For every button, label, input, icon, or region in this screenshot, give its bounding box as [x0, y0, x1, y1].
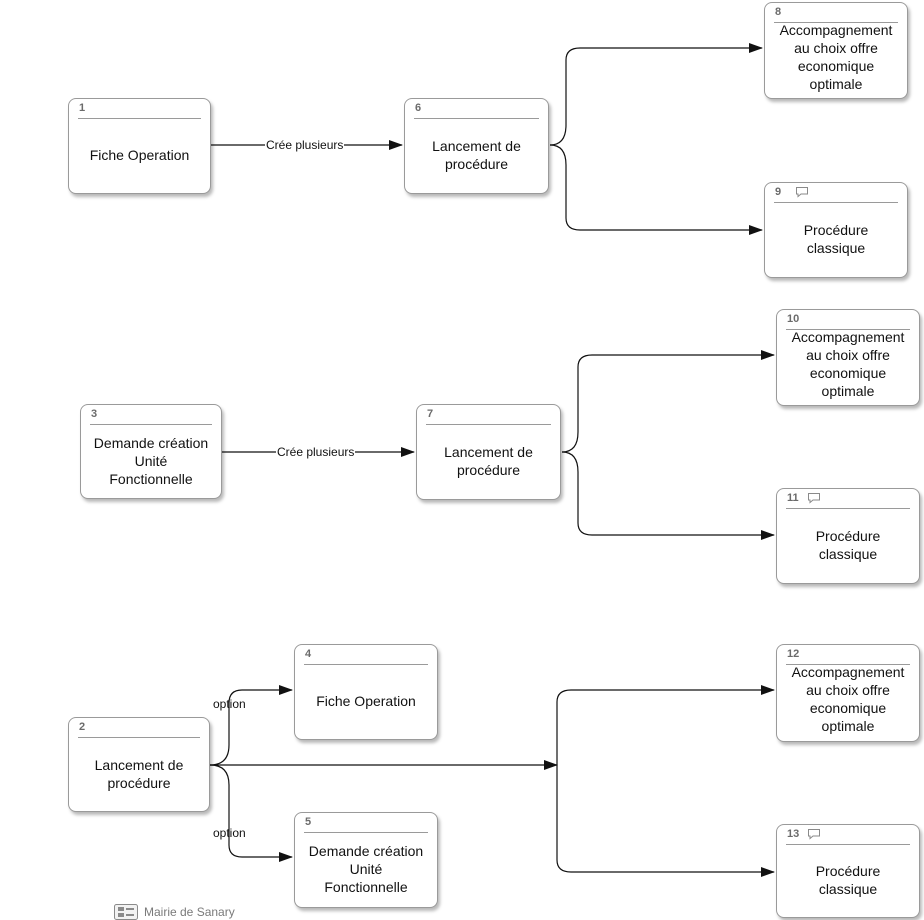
node-label: Procédure classique: [803, 222, 869, 256]
edge-7-11: [561, 451, 775, 540]
node-divider: [426, 424, 551, 425]
node-divider: [78, 737, 200, 738]
footer: Mairie de Sanary: [114, 904, 235, 920]
node-number: 9: [775, 186, 782, 198]
node-label: Procédure classique: [815, 528, 881, 562]
node-divider: [774, 202, 898, 203]
node-number: 2: [79, 721, 86, 733]
edge-junction-12: [556, 685, 775, 765]
node-divider: [414, 118, 539, 119]
footer-text: Mairie de Sanary: [144, 905, 235, 919]
edge-6-9: [549, 144, 763, 235]
node-label: Lancement de procédure: [94, 756, 184, 791]
node-2[interactable]: 2 Lancement de procédure: [68, 717, 210, 812]
node-number: 12: [787, 648, 800, 660]
comment-icon[interactable]: [807, 492, 821, 504]
edge-2-5: [209, 764, 293, 862]
node-divider: [786, 329, 910, 330]
node-label: Lancement de procédure: [444, 444, 533, 478]
node-8[interactable]: 8 Accompagnement au choix offre economiq…: [764, 2, 908, 99]
node-11[interactable]: 11 Procédure classique: [776, 488, 920, 584]
node-number: 4: [305, 648, 312, 660]
node-number: 6: [415, 102, 422, 114]
comment-icon[interactable]: [807, 828, 821, 840]
node-6[interactable]: 6 Lancement de procédure: [404, 98, 549, 194]
edge-junction-13: [556, 765, 775, 877]
node-label: Demande création Unité Fonctionnelle: [93, 434, 209, 487]
node-5[interactable]: 5 Demande création Unité Fonctionnelle: [294, 812, 438, 908]
node-divider: [78, 118, 201, 119]
edge-label-cree-plusieurs-1: Crée plusieurs: [265, 138, 345, 152]
node-divider: [786, 664, 910, 665]
edge-label-cree-plusieurs-2: Crée plusieurs: [276, 445, 356, 459]
node-4[interactable]: 4 Fiche Operation: [294, 644, 438, 740]
node-number: 13: [787, 828, 800, 840]
node-number: 3: [91, 408, 98, 420]
edge-7-10: [561, 350, 775, 453]
node-divider: [304, 832, 428, 833]
node-number: 5: [305, 816, 312, 828]
node-divider: [786, 844, 910, 845]
node-label: Lancement de procédure: [432, 138, 521, 172]
node-7[interactable]: 7 Lancement de procédure: [416, 404, 561, 500]
node-number: 10: [787, 313, 800, 325]
node-label: Demande création Unité Fonctionnelle: [308, 843, 424, 895]
node-label: Accompagnement au choix offre economique…: [791, 329, 905, 399]
node-12[interactable]: 12 Accompagnement au choix offre economi…: [776, 644, 920, 742]
edge-label-option-2: option: [213, 826, 246, 840]
comment-icon[interactable]: [795, 186, 809, 198]
edge-6-8: [549, 43, 763, 146]
node-number: 7: [427, 408, 434, 420]
node-label: Accompagnement au choix offre economique…: [779, 22, 893, 92]
node-number: 1: [79, 102, 86, 114]
edge-2-4: [209, 685, 293, 766]
node-label: Procédure classique: [815, 863, 881, 897]
node-number: 8: [775, 6, 782, 18]
node-1[interactable]: 1 Fiche Operation: [68, 98, 211, 194]
node-divider: [774, 22, 898, 23]
node-divider: [90, 424, 212, 425]
node-divider: [304, 664, 428, 665]
node-label: Fiche Operation: [89, 147, 190, 163]
node-9[interactable]: 9 Procédure classique: [764, 182, 908, 278]
node-3[interactable]: 3 Demande création Unité Fonctionnelle: [80, 404, 222, 499]
node-number: 11: [787, 492, 799, 504]
node-divider: [786, 508, 910, 509]
node-label: Fiche Operation: [316, 693, 416, 709]
node-10[interactable]: 10 Accompagnement au choix offre economi…: [776, 309, 920, 406]
edge-label-option-1: option: [213, 697, 246, 711]
node-13[interactable]: 13 Procédure classique: [776, 824, 920, 918]
node-label: Accompagnement au choix offre economique…: [791, 664, 905, 734]
org-chart-icon: [114, 904, 138, 920]
